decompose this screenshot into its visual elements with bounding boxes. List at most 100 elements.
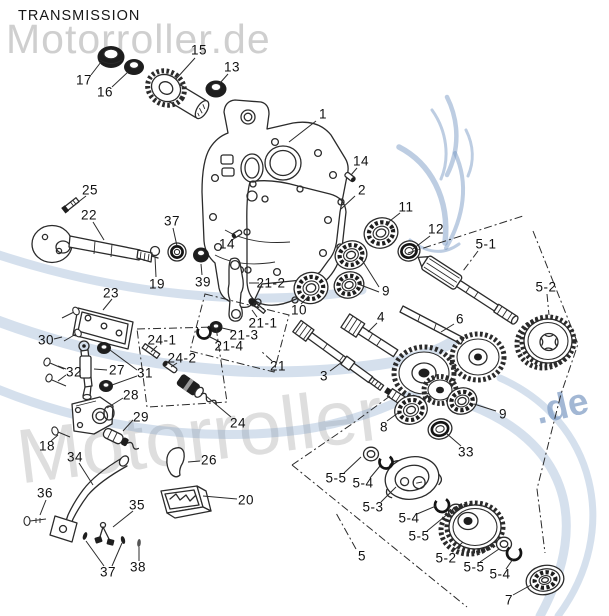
part-label-26: 26 [200,452,218,468]
part-crankcase-cover [201,99,349,309]
part-label-5-4: 5-4 [398,510,420,526]
part-label-30: 30 [37,332,55,348]
part-label-15: 15 [190,42,208,58]
part-plunger-29 [102,427,140,450]
part-dowel-pin-14b [231,229,243,239]
part-pump-5-3 [384,456,443,500]
part-seal-37 [167,242,187,262]
part-label-28: 28 [122,387,140,403]
part-bolt-21-1 [248,298,267,314]
part-nut-13 [205,80,227,98]
part-pin-24-1 [141,343,161,359]
part-label-2: 2 [357,182,367,198]
part-label-17: 17 [75,72,93,88]
part-bolt-36 [23,515,47,527]
part-nuts-31 [97,342,113,392]
part-plate-26 [166,447,185,478]
part-bearing-7 [525,564,565,596]
watermark-top: Motorroller.de [6,16,271,62]
part-label-1: 1 [318,106,328,122]
part-label-18: 18 [38,438,56,454]
part-label-35: 35 [128,497,146,513]
part-bearing-9a [334,240,368,270]
part-bearing-11 [363,217,399,249]
part-label-5-2: 5-2 [435,550,457,566]
part-label-24-2: 24-2 [167,350,197,366]
part-seal-33 [427,418,453,440]
part-label-8: 8 [379,419,389,435]
part-label-14: 14 [218,236,236,252]
part-label-11: 11 [398,199,414,215]
part-shift-arm-21-2 [227,257,244,322]
part-gear-5-2-bottom [438,500,506,557]
part-gear-5-2-top [514,314,577,371]
part-label-21-2: 21-2 [256,275,286,291]
part-label-25: 25 [81,182,99,198]
part-nut-39 [193,247,209,263]
part-label-5-5: 5-5 [408,528,430,544]
part-bearing-9b [333,271,365,299]
part-label-6: 6 [455,311,465,327]
part-bolts-32 [43,357,67,387]
part-input-shaft-5-1 [417,255,519,325]
part-shift-lever-34 [49,455,130,543]
part-label-36: 36 [36,485,54,501]
part-label-32: 32 [65,364,83,380]
part-circlip-5-4b [433,496,451,514]
part-bearing-8 [394,395,428,425]
part-label-5-4: 5-4 [352,475,374,491]
part-label-24: 24 [229,415,247,431]
part-seal-12 [397,240,421,262]
part-pin-24-2 [162,360,178,374]
part-kickstart-gear [145,68,210,120]
part-label-37: 37 [99,564,117,580]
part-detent-24 [176,374,217,406]
part-label-20: 20 [237,492,255,508]
part-label-14: 14 [352,153,370,169]
leader-lines [39,57,532,596]
part-label-37: 37 [163,213,181,229]
group-boundaries [136,215,579,608]
part-bolts-30 [61,306,82,342]
part-pins-37 [82,532,126,544]
part-label-24-1: 24-1 [147,332,177,348]
part-label-19: 19 [148,276,166,292]
part-washer-5-5a [362,446,380,462]
page-title: TRANSMISSION [18,8,141,24]
part-label-13: 13 [223,59,241,75]
wing-logo-watermark [396,94,474,253]
part-label-5-5: 5-5 [325,470,347,486]
part-shaft-4 [340,313,399,358]
part-label-29: 29 [132,409,150,425]
part-label-21-3: 21-3 [229,327,259,343]
part-label-21-4: 21-4 [214,338,244,354]
part-circlip-5-4c [505,544,523,562]
part-label-23: 23 [102,285,120,301]
part-label-9: 9 [498,406,508,422]
part-retainer-20 [160,485,212,519]
part-label-5-1: 5-1 [475,236,497,252]
part-plate-23 [72,307,134,350]
part-fork-35 [94,521,115,546]
part-label-4: 4 [376,309,386,325]
part-label-39: 39 [194,274,212,290]
part-label-31: 31 [136,365,154,381]
part-label-27: 27 [108,362,126,378]
part-circlip-5-4a [378,454,394,470]
part-pin-38 [137,539,141,547]
part-shaft-3 [292,319,385,391]
part-kickstart-shaft [31,224,159,264]
part-label-5-5: 5-5 [463,559,485,575]
part-label-9: 9 [381,283,391,299]
part-link-rod-27 [78,340,93,401]
part-label-38: 38 [129,559,147,575]
part-bearing-10 [293,271,329,305]
part-label-16: 16 [96,84,114,100]
part-label-10: 10 [290,302,308,318]
part-circlip-21-4 [196,324,212,340]
part-washer-16 [124,59,144,75]
part-label-5-2: 5-2 [535,279,557,295]
part-label-5: 5 [357,548,367,564]
